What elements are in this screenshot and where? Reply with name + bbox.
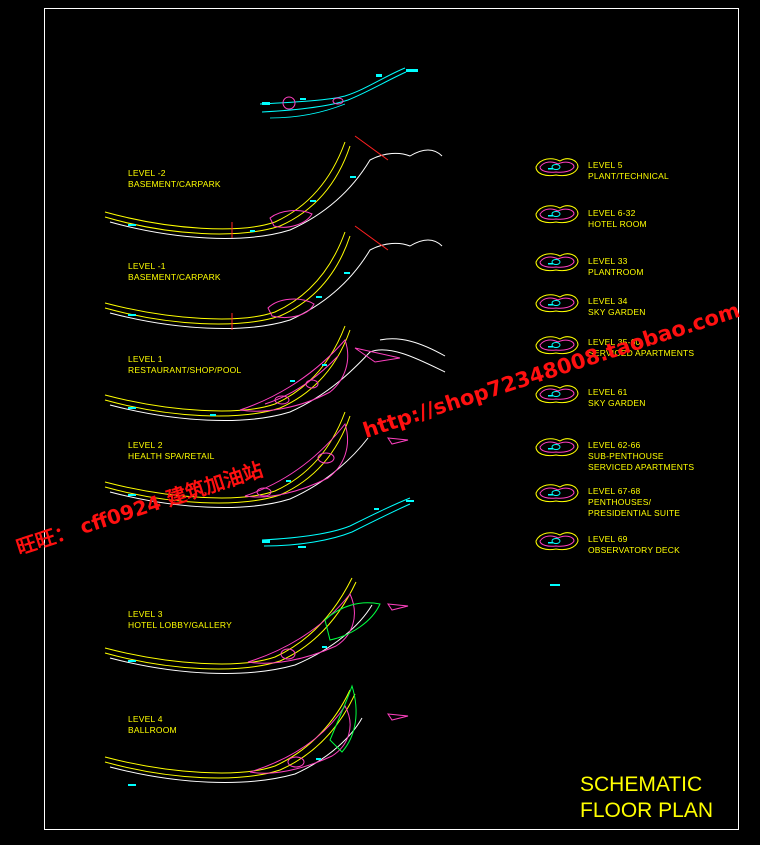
plan-mini-middle (261, 497, 414, 548)
legend-level69-name: LEVEL 69 (588, 534, 628, 544)
legend-level62-66-use: SUB-PENTHOUSE (588, 451, 664, 461)
label-level-minus2-use: BASEMENT/CARPARK (128, 179, 221, 189)
plan-level-4 (104, 684, 409, 786)
legend-floor-icon (535, 385, 579, 404)
legend-level6-32-name: LEVEL 6-32 (588, 208, 636, 218)
legend-floor-icon (535, 438, 579, 457)
legend-item-level69: LEVEL 69 OBSERVATORY DECK (588, 534, 680, 556)
legend-level67-68-name: LEVEL 67-68 (588, 486, 641, 496)
label-level-2-name: LEVEL 2 (128, 440, 163, 450)
plan-level-1 (104, 325, 446, 421)
legend-item-level33: LEVEL 33 PLANTROOM (588, 256, 644, 278)
legend-item-level61: LEVEL 61 SKY GARDEN (588, 387, 646, 409)
legend-level33-use: PLANTROOM (588, 267, 644, 277)
legend-level5-use: PLANT/TECHNICAL (588, 171, 669, 181)
legend-item-level34: LEVEL 34 SKY GARDEN (588, 296, 646, 318)
drawing-title-line2: FLOOR PLAN (580, 799, 714, 822)
label-level-minus1-use: BASEMENT/CARPARK (128, 272, 221, 282)
legend-level61-use: SKY GARDEN (588, 398, 646, 408)
label-level-minus2-name: LEVEL -2 (128, 168, 166, 178)
legend-item-level62-66: LEVEL 62-66 SUB-PENTHOUSE SERVICED APART… (588, 440, 694, 473)
legend-floor-icon (535, 484, 579, 503)
plan-level-3 (104, 577, 409, 674)
label-level-1-name: LEVEL 1 (128, 354, 163, 364)
legend-floor-icon (535, 205, 579, 224)
legend-marker (550, 584, 560, 586)
legend-level5-name: LEVEL 5 (588, 160, 623, 170)
label-level-1: LEVEL 1 RESTAURANT/SHOP/POOL (128, 354, 241, 376)
legend-level69-use: OBSERVATORY DECK (588, 545, 681, 555)
plan-level-minus2 (104, 135, 443, 239)
legend-floor-icon (535, 336, 579, 355)
label-level-4: LEVEL 4 BALLROOM (128, 714, 177, 736)
plan-level-minus1 (104, 225, 443, 330)
label-level-minus2: LEVEL -2 BASEMENT/CARPARK (128, 168, 221, 190)
label-level-minus1: LEVEL -1 BASEMENT/CARPARK (128, 261, 221, 283)
legend-icons (535, 158, 579, 551)
legend-level67-68-use-2: PRESIDENTIAL SUITE (588, 508, 681, 518)
legend-floor-icon (535, 253, 579, 272)
plan-level-2 (104, 411, 409, 508)
legend-floor-icon (535, 158, 579, 177)
drawing-frame (44, 8, 739, 830)
legend-level67-68-use: PENTHOUSES/ (588, 497, 652, 507)
legend-item-level67-68: LEVEL 67-68 PENTHOUSES/ PRESIDENTIAL SUI… (588, 486, 680, 519)
legend-item-level35-60: LEVEL 35-60 SERVICED APARTMENTS (588, 337, 694, 359)
label-level-minus1-name: LEVEL -1 (128, 261, 166, 271)
legend-item-level5: LEVEL 5 PLANT/TECHNICAL (588, 160, 669, 182)
label-level-2-use: HEALTH SPA/RETAIL (128, 451, 215, 461)
legend-floor-icon (535, 294, 579, 313)
label-level-3-use: HOTEL LOBBY/GALLERY (128, 620, 232, 630)
label-level-4-name: LEVEL 4 (128, 714, 163, 724)
label-level-3-name: LEVEL 3 (128, 609, 163, 619)
drawing-title-line1: SCHEMATIC (580, 773, 703, 796)
label-level-1-use: RESTAURANT/SHOP/POOL (128, 365, 242, 375)
label-level-3: LEVEL 3 HOTEL LOBBY/GALLERY (128, 609, 232, 631)
legend-level6-32-use: HOTEL ROOM (588, 219, 647, 229)
label-level-2: LEVEL 2 HEALTH SPA/RETAIL (128, 440, 215, 462)
plan-mini-top (259, 67, 418, 119)
legend-level33-name: LEVEL 33 (588, 256, 628, 266)
legend-level34-use: SKY GARDEN (588, 307, 646, 317)
legend-level35-60-name: LEVEL 35-60 (588, 337, 641, 347)
legend-level35-60-use: SERVICED APARTMENTS (588, 348, 695, 358)
legend-level62-66-use-2: SERVICED APARTMENTS (588, 462, 695, 472)
legend-level34-name: LEVEL 34 (588, 296, 628, 306)
label-level-4-use: BALLROOM (128, 725, 177, 735)
legend-floor-icon (535, 532, 579, 551)
drawing-title: SCHEMATIC FLOOR PLAN (580, 772, 713, 824)
legend-level61-name: LEVEL 61 (588, 387, 628, 397)
legend-level62-66-name: LEVEL 62-66 (588, 440, 641, 450)
legend-item-level6-32: LEVEL 6-32 HOTEL ROOM (588, 208, 647, 230)
